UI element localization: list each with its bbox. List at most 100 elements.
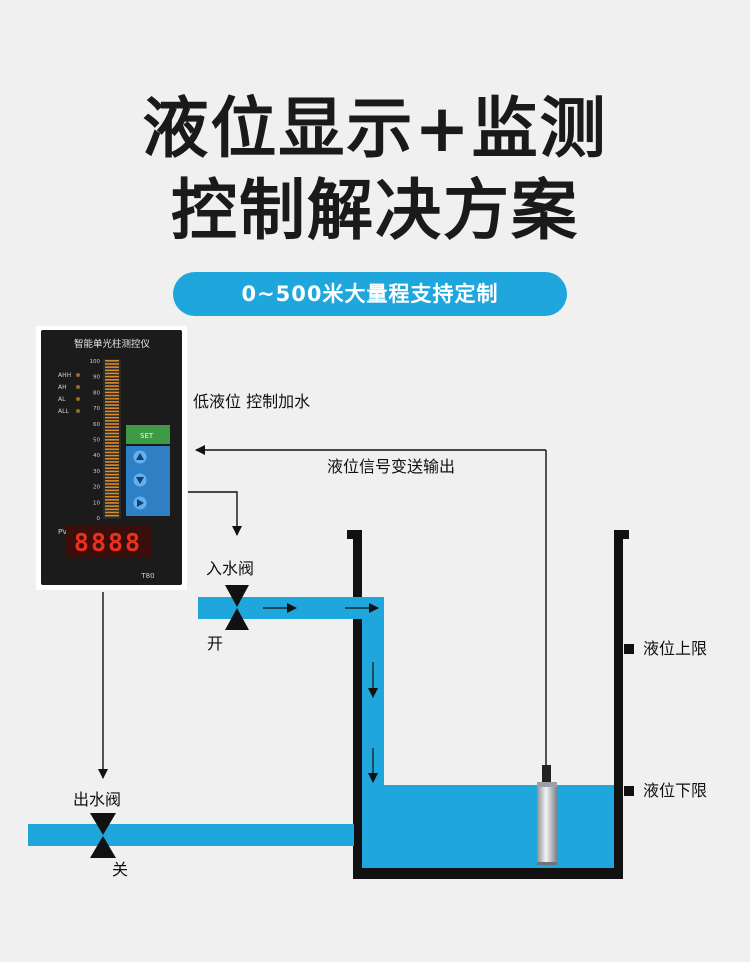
bar-segment	[105, 397, 119, 400]
scale-tick-20: 20	[93, 485, 100, 491]
bar-segment	[105, 423, 119, 425]
bar-segment	[105, 391, 119, 394]
bar-segment	[105, 426, 119, 428]
bar-segment	[105, 454, 119, 457]
bar-segment	[105, 420, 119, 422]
bar-segment	[105, 473, 119, 476]
scale-tick-50: 50	[93, 438, 100, 444]
controller-panel: 智能单光柱测控仪 AHH AH AL ALL 100 90 80 70 60 5…	[36, 326, 187, 590]
bar-segment	[105, 476, 119, 479]
bar-segment	[105, 489, 119, 492]
alarm-led-ah	[76, 385, 80, 389]
bar-segment	[105, 448, 119, 451]
bar-segment	[105, 445, 119, 447]
tank-left-wall	[353, 530, 362, 879]
bar-segment	[105, 382, 119, 384]
bar-segment	[105, 505, 119, 507]
bar-segment	[105, 508, 119, 511]
bar-segment	[105, 394, 119, 397]
bar-segment	[105, 360, 119, 362]
scale-tick-10: 10	[93, 500, 100, 506]
probe-body	[537, 787, 557, 863]
alarm-label-all: ALL	[58, 408, 69, 415]
inlet-valve-icon	[225, 585, 249, 630]
alarm-led-ahh	[76, 373, 80, 377]
bar-segment	[105, 413, 119, 416]
bar-segment	[105, 435, 119, 438]
inlet-valve-state: 开	[207, 634, 224, 653]
set-button[interactable]	[126, 425, 170, 444]
bar-segment	[105, 439, 119, 441]
up-arrow-icon	[136, 453, 144, 460]
bar-segment	[105, 385, 119, 387]
bar-segment	[105, 486, 119, 488]
bar-segment	[105, 480, 119, 482]
bar-segment	[105, 483, 119, 485]
bar-segment	[105, 363, 119, 365]
lower-limit-label: 液位下限	[643, 781, 708, 800]
bar-segment	[105, 511, 119, 514]
tank-bottom	[353, 868, 623, 879]
range-badge: 0~500米大量程支持定制	[173, 272, 567, 316]
bar-segment	[105, 375, 119, 378]
bar-segment	[105, 451, 119, 454]
bar-segment	[105, 404, 119, 406]
inlet-pipe	[198, 585, 384, 787]
bar-segment	[105, 372, 119, 375]
bar-segment	[105, 467, 119, 470]
bar-segment	[105, 366, 119, 368]
outlet-pipe	[28, 813, 354, 858]
bar-segment	[105, 492, 119, 495]
bar-segment	[105, 499, 119, 501]
low-level-control-label: 低液位 控制加水	[193, 392, 311, 411]
bar-segment	[105, 442, 119, 444]
bar-segment	[105, 514, 119, 517]
signal-output-label: 液位信号变送输出	[327, 457, 456, 476]
scale-tick-40: 40	[93, 453, 100, 459]
bar-segment	[105, 410, 119, 413]
scale-tick-30: 30	[93, 469, 100, 475]
bar-segment	[105, 407, 119, 409]
bar-segment	[105, 495, 119, 498]
scale-tick-70: 70	[93, 406, 100, 412]
bar-segment	[105, 429, 119, 432]
bar-segment	[105, 378, 119, 381]
controller-name: 智能单光柱测控仪	[74, 338, 151, 350]
outlet-valve-state: 关	[112, 860, 129, 879]
bar-segment	[105, 416, 119, 419]
upper-limit-marker	[624, 644, 634, 654]
bar-segment	[105, 502, 119, 504]
inlet-valve-label: 入水阀	[206, 559, 255, 578]
water-tank	[347, 530, 634, 879]
scale-tick-100: 100	[90, 359, 101, 365]
pv-display	[66, 526, 151, 558]
outlet-valve-label: 出水阀	[73, 790, 122, 809]
upper-limit-label: 液位上限	[643, 639, 708, 658]
right-arrow-icon	[137, 499, 144, 507]
scale-labels: 100 90 80 70 60 50 40 30 20 10 0	[90, 359, 101, 522]
alarm-label-ahh: AHH	[58, 372, 71, 379]
scale-tick-80: 80	[93, 390, 100, 396]
alarm-led-all	[76, 409, 80, 413]
bar-segment	[105, 388, 119, 391]
page-title-line-1: 液位显示+监测	[142, 90, 608, 167]
scale-tick-90: 90	[93, 375, 100, 381]
scale-tick-60: 60	[93, 422, 100, 428]
bar-segment	[105, 432, 119, 435]
inlet-control-line	[188, 491, 242, 536]
alarm-label-al: AL	[58, 396, 66, 403]
tank-right-wall	[614, 530, 623, 879]
outlet-valve-icon	[90, 813, 116, 858]
alarm-led-al	[76, 397, 80, 401]
control-lines	[98, 445, 547, 783]
bar-segment	[105, 461, 119, 463]
page-title-line-2: 控制解决方案	[171, 172, 579, 249]
tank-water	[361, 785, 614, 868]
bar-segment	[105, 470, 119, 473]
bar-segment	[105, 457, 119, 460]
bar-segment	[105, 369, 119, 372]
down-arrow-icon	[136, 477, 144, 484]
button-pad	[126, 446, 170, 516]
